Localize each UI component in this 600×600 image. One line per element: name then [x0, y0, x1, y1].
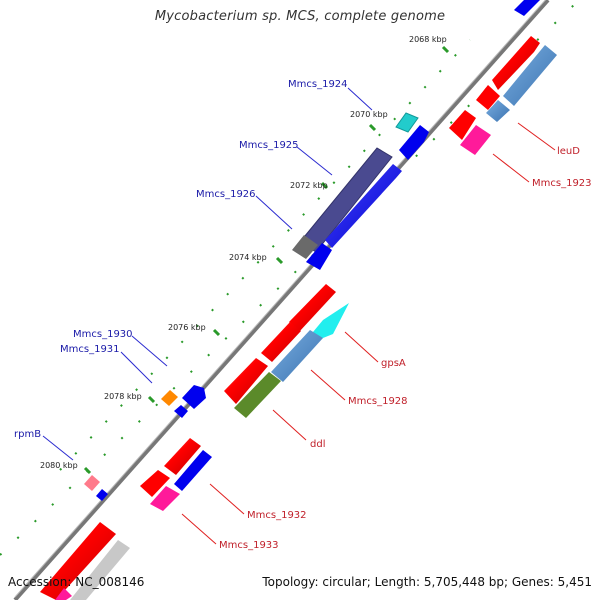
gene-rpmb-block[interactable]: [84, 475, 100, 491]
gene-mmcs-1926-arrow[interactable]: [306, 243, 332, 270]
leader-gpsa: [344, 331, 379, 363]
leader-mmcs-1931: [120, 351, 153, 384]
gene-bottom-magenta-block[interactable]: [55, 588, 72, 600]
gene-mmcs-1930-block[interactable]: [161, 390, 178, 406]
gene-mmcs-1926-block[interactable]: [292, 235, 318, 259]
label-mmcs-1932[interactable]: Mmcs_1932: [247, 510, 307, 521]
gene-mmcs-1932-block[interactable]: [174, 450, 212, 491]
gene-mmcs-1932-red-arrow[interactable]: [164, 438, 201, 475]
label-mmcs-1930[interactable]: Mmcs_1930: [73, 329, 133, 340]
gene-bottom-red-block[interactable]: [40, 522, 116, 600]
gene-mmcs-1933-block[interactable]: [150, 486, 180, 511]
leader-leud: [517, 122, 556, 151]
blue-leader-lines: [42, 87, 373, 461]
kbp-label-2072: 2072 kbp: [290, 181, 328, 190]
kbp-label-2078: 2078 kbp: [104, 392, 142, 401]
label-rpmb[interactable]: rpmB: [14, 429, 41, 440]
gene-top-blue-arrow[interactable]: [514, 0, 540, 16]
kbp-label-2074: 2074 kbp: [229, 253, 267, 262]
gene-gpsa-block[interactable]: [308, 303, 349, 340]
label-mmcs-1931[interactable]: Mmcs_1931: [60, 344, 120, 355]
accession-text: Accession: NC_008146: [8, 575, 145, 589]
label-ddl[interactable]: ddl: [310, 439, 325, 450]
gene-mmcs-1924-block[interactable]: [395, 112, 419, 133]
gene-bottom-gray-block[interactable]: [70, 540, 130, 600]
gene-upper-red-arrow-2[interactable]: [476, 85, 500, 110]
tick-2076: [212, 328, 221, 337]
label-mmcs-1923[interactable]: Mmcs_1923: [532, 178, 592, 189]
label-mmcs-1928[interactable]: Mmcs_1928: [348, 396, 408, 407]
gene-mmcs-1925-block[interactable]: [299, 147, 393, 253]
leader-mmcs-1923: [492, 153, 530, 183]
tick-2078: [147, 395, 156, 404]
leader-mmcs-1925: [296, 146, 333, 176]
tick-2080: [83, 466, 92, 475]
tick-2068: [441, 45, 450, 54]
gene-ddl-red-arrow[interactable]: [224, 358, 268, 404]
label-mmcs-1924[interactable]: Mmcs_1924: [288, 79, 348, 90]
red-leader-lines: [181, 122, 556, 545]
map-title: Mycobacterium sp. MCS, complete genome: [154, 9, 446, 24]
gene-upper-steel-block[interactable]: [503, 45, 557, 106]
gene-mmcs-1924-arrow[interactable]: [399, 125, 429, 160]
leader-mmcs-1933: [181, 513, 217, 545]
kbp-label-2068: 2068 kbp: [409, 35, 447, 44]
label-mmcs-1933[interactable]: Mmcs_1933: [219, 540, 279, 551]
leader-ddl: [272, 409, 307, 441]
leader-mmcs-1928: [310, 369, 346, 401]
tick-2072: [320, 181, 329, 190]
kbp-label-2076: 2076 kbp: [168, 323, 206, 332]
label-mmcs-1925[interactable]: Mmcs_1925: [239, 140, 299, 151]
gene-mmcs-1925-arrow[interactable]: [325, 164, 402, 248]
gene-mmcs-1933-red-arrow[interactable]: [140, 470, 170, 497]
kbp-label-2070: 2070 kbp: [350, 110, 388, 119]
leader-mmcs-1926: [255, 195, 293, 230]
leader-mmcs-1930: [131, 335, 168, 367]
gene-upper-red-arrow-1[interactable]: [492, 36, 540, 90]
leader-mmcs-1932: [209, 483, 245, 515]
genome-summary-text: Topology: circular; Length: 5,705,448 bp…: [262, 575, 592, 589]
leader-rpmb: [42, 435, 74, 461]
kbp-ticks: [83, 45, 450, 475]
gene-mmcs-1931-block[interactable]: [174, 405, 188, 418]
tick-2070: [368, 123, 377, 132]
label-mmcs-1926[interactable]: Mmcs_1926: [196, 189, 256, 200]
gene-mmcs-1930-arrow[interactable]: [182, 385, 206, 409]
label-gpsa[interactable]: gpsA: [381, 358, 406, 369]
tick-2074: [275, 256, 284, 265]
gene-gpsa-red-arrow[interactable]: [289, 284, 336, 332]
label-leud[interactable]: leuD: [557, 146, 580, 157]
genome-backbone: [13, 0, 550, 600]
gene-upper-steel-small[interactable]: [486, 100, 510, 122]
gene-mmcs-1928-block[interactable]: [271, 330, 323, 382]
leader-mmcs-1924: [347, 87, 373, 111]
gene-rpmb-arrow[interactable]: [96, 489, 108, 501]
gene-ddl-block[interactable]: [234, 372, 281, 418]
gene-leud-block[interactable]: [449, 110, 476, 140]
kbp-label-2080: 2080 kbp: [40, 461, 78, 470]
gene-mmcs-1923-block[interactable]: [460, 125, 491, 155]
gene-mmcs-1928-red-arrow[interactable]: [261, 322, 301, 362]
